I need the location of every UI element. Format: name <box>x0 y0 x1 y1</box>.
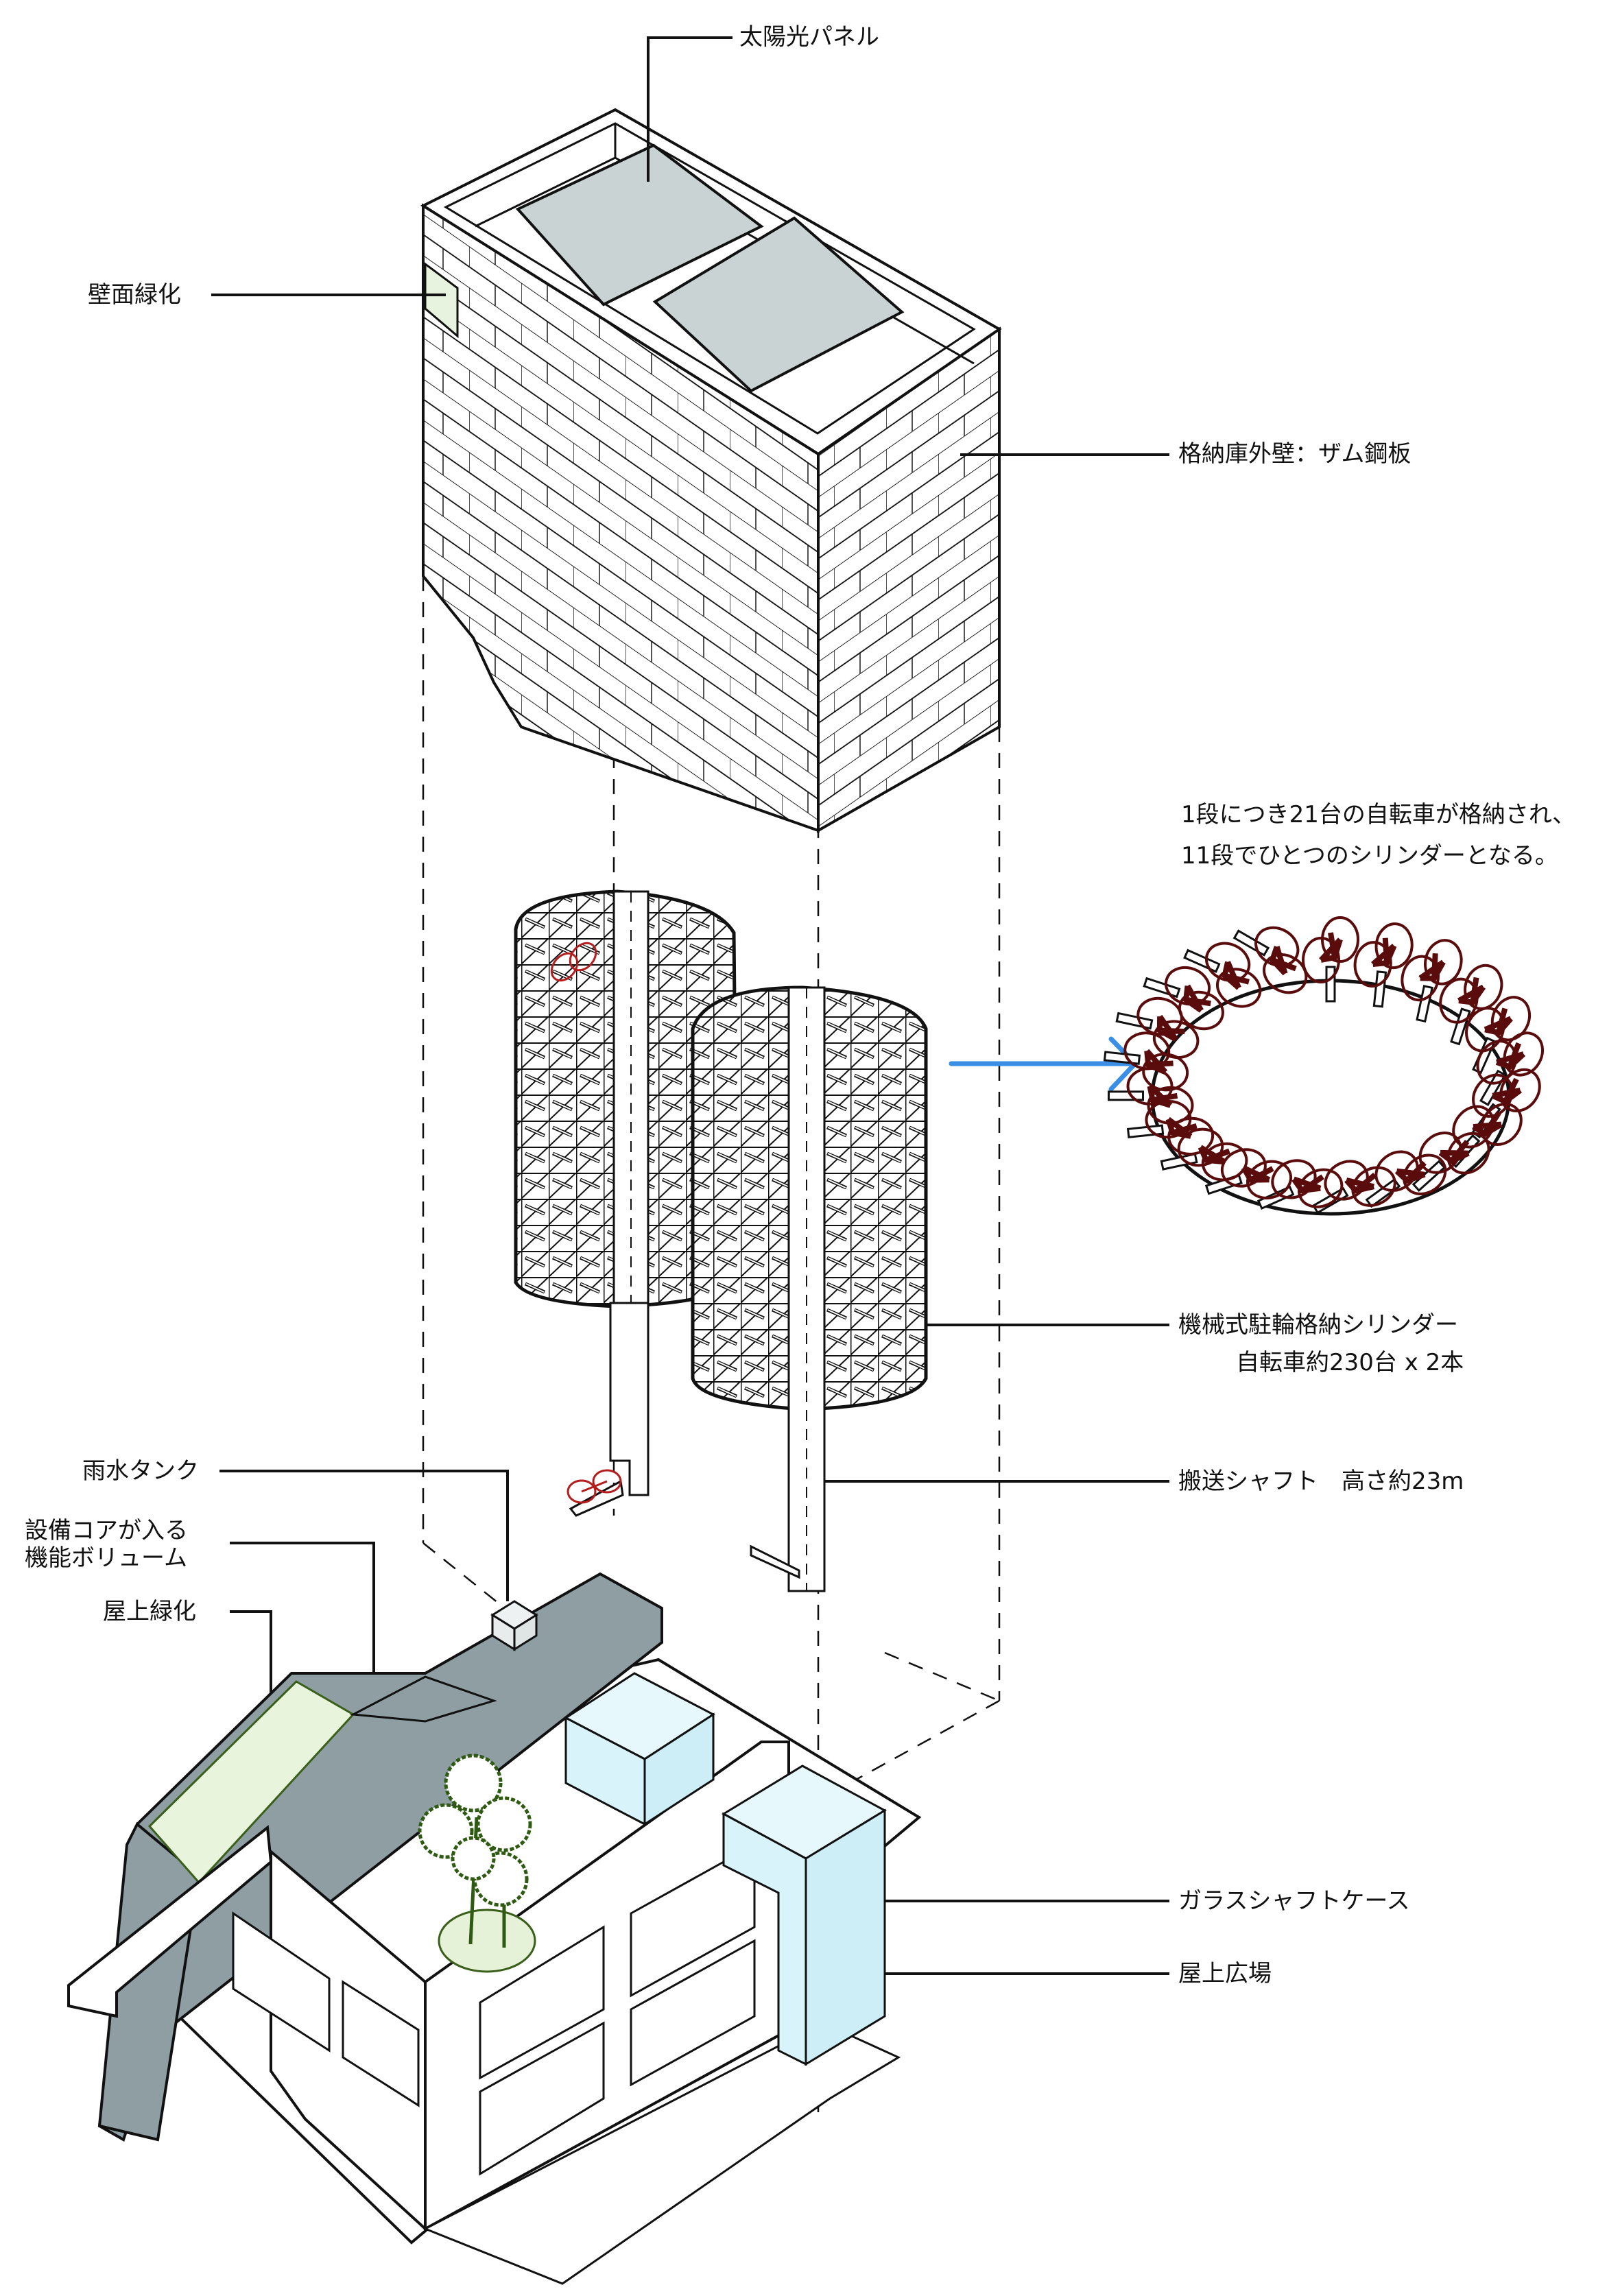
bicycle-tier-ring <box>1103 916 1545 1216</box>
cylinder-caption-line-1: 1段につき21台の自転車が格納され、 <box>1181 801 1576 828</box>
functional-volume <box>97 1572 663 2142</box>
arrow-right-icon <box>949 1036 1139 1092</box>
label-core-volume: 設備コアが入る 機能ボリューム <box>25 1517 188 1572</box>
storage-box-roof-parapet-inner <box>443 122 976 435</box>
solar-panel-1 <box>515 143 764 307</box>
transport-shaft-right <box>750 1544 800 1579</box>
label-rooftop-plaza: 屋上広場 <box>1178 1960 1272 1987</box>
rain-tank <box>490 1600 538 1651</box>
label-solar-panel: 太陽光パネル <box>739 23 879 51</box>
bicycle-icon <box>1365 1150 1447 1208</box>
solar-panel-2 <box>652 216 905 393</box>
bicycle-icon <box>1143 966 1224 1031</box>
label-storage-exterior-wall: 格納庫外壁：ザム鋼板 <box>1178 440 1411 468</box>
transport-shaft-left <box>567 1302 650 1517</box>
bicycle-icon <box>1411 1132 1490 1193</box>
bicycle-icon <box>1232 926 1308 994</box>
bicycle-icon <box>1302 916 1359 1003</box>
bicycle-icon <box>1115 996 1200 1060</box>
cylinder-caption: 1段につき21台の自転車が格納され、 11段でひとつのシリンダーとなる。 <box>1181 794 1575 876</box>
glass-case-small <box>564 1672 715 1826</box>
label-cylinder-capacity: 自転車約230台 x 2本 <box>1236 1349 1464 1376</box>
bicycle-icon <box>1353 922 1414 1008</box>
cantilever-deck <box>67 1825 273 2018</box>
base-building <box>67 1572 922 2285</box>
cylinder-caption-line-2: 11段でひとつのシリンダーとなる。 <box>1181 842 1558 870</box>
label-core-volume-line-1: 設備コアが入る <box>25 1517 188 1544</box>
ground-slab <box>422 2022 901 2285</box>
label-transport-shaft: 搬送シャフト 高さ約23m <box>1178 1468 1464 1495</box>
bicycle-icon <box>1439 964 1503 1046</box>
bicycle-icon <box>550 942 597 982</box>
glass-shaft-case <box>721 1765 888 2066</box>
storage-box <box>420 108 1002 833</box>
tree-icon <box>418 1754 536 1973</box>
label-rain-tank: 雨水タンク <box>82 1457 199 1485</box>
label-cylinder-name: 機械式駐輪格納シリンダー <box>1178 1311 1458 1339</box>
label-core-volume-line-2: 機能ボリューム <box>25 1544 187 1572</box>
cylinder-right <box>691 985 928 1592</box>
bicycle-icon <box>567 1469 622 1504</box>
bicycle-icon <box>1126 1100 1215 1156</box>
bicycle-icon <box>1204 1148 1293 1199</box>
label-glass-shaft-case: ガラスシャフトケース <box>1178 1887 1410 1915</box>
bicycle-icon <box>1401 939 1463 1023</box>
ring-rail <box>1150 979 1511 1216</box>
label-roof-greening: 屋上緑化 <box>103 1598 196 1625</box>
bicycle-icon <box>1183 942 1262 1008</box>
label-wall-greening: 壁面緑化 <box>88 281 181 309</box>
